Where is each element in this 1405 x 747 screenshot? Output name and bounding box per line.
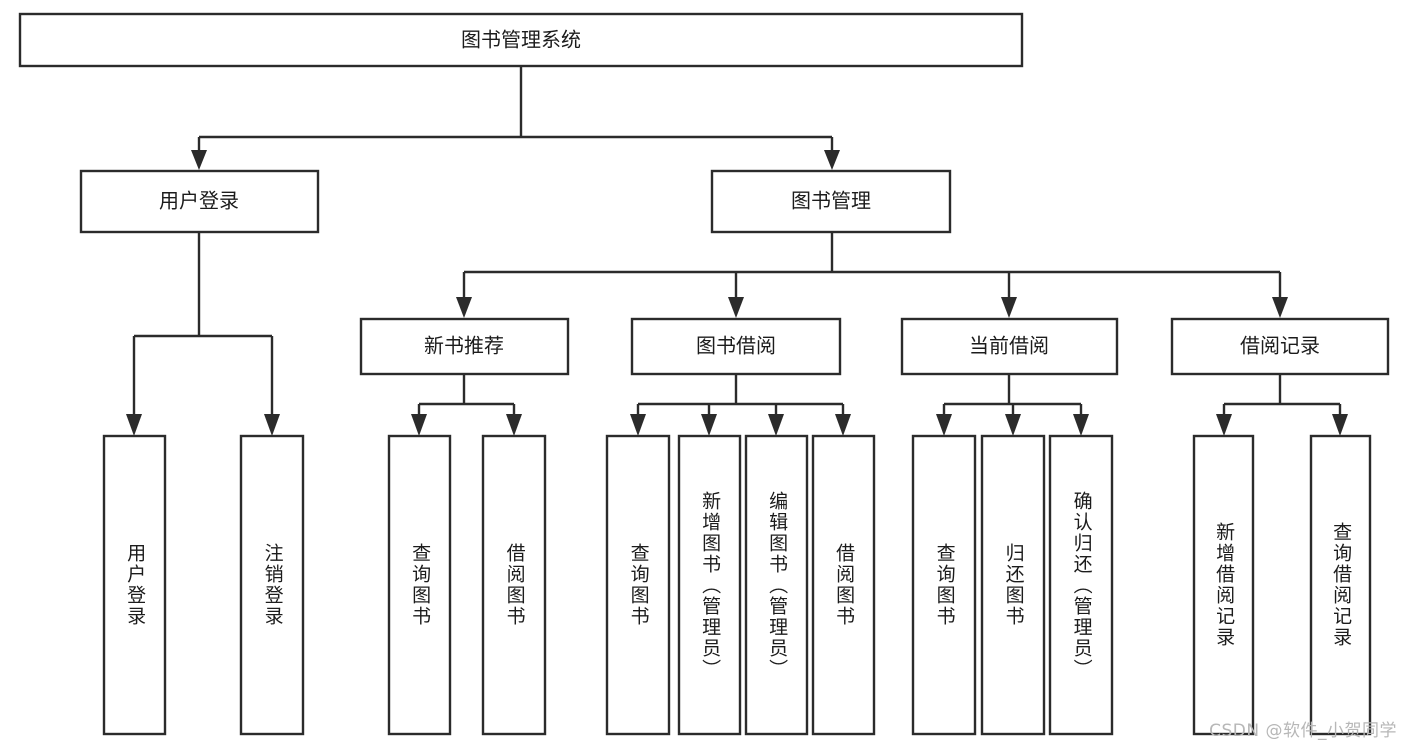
arrow-head-leaf-book-borrow-2 [701,414,717,436]
leaf-box-new-book-2[interactable] [481,434,547,736]
connector-group-book-mgmt [456,232,1288,318]
node-book-management[interactable]: 图书管理 [710,169,952,234]
node-root-system-box[interactable] [18,12,1024,68]
arrow-head-leaf-current-borrow-1 [936,414,952,436]
connector-group-book-borrow [630,374,851,436]
leaf-box-book-borrow-2[interactable] [677,434,742,736]
node-borrow-records-label: 借阅记录 [1240,334,1320,358]
leaf-box-book-borrow-4[interactable] [811,434,876,736]
leaf-box-book-borrow-3[interactable] [744,434,809,736]
node-book-borrow-label: 图书借阅 [696,334,776,358]
arrow-head-leaf-book-borrow-1 [630,414,646,436]
node-book-management-box[interactable] [710,169,952,234]
leaf-group-book-borrow [605,434,876,736]
node-book-management-label: 图书管理 [791,189,871,213]
leaf-box-current-borrow-2[interactable] [980,434,1046,736]
arrow-head-leaf-new-book-2 [506,414,522,436]
node-book-borrow-box[interactable] [630,317,842,376]
arrow-head-leaf-book-borrow-3 [768,414,784,436]
arrow-head-leaf-book-borrow-4 [835,414,851,436]
arrow-head-current-borrow [1001,297,1017,318]
arrow-head-leaf-borrow-records-2 [1332,414,1348,436]
node-current-borrow[interactable]: 当前借阅 [900,317,1119,376]
leaf-box-borrow-records-2[interactable] [1309,434,1372,736]
arrow-head-leaf-user-login-1 [126,414,142,436]
arrow-head-leaf-user-login-2 [264,414,280,436]
connector-group-new-book [411,374,522,436]
node-book-borrow[interactable]: 图书借阅 [630,317,842,376]
node-user-login[interactable]: 用户登录 [79,169,320,234]
arrow-head-book-mgmt [824,150,840,170]
arrow-head-new-book [456,297,472,318]
connector-group-root [191,66,840,170]
leaf-box-user-login-2[interactable] [239,434,305,736]
leaf-box-book-borrow-1[interactable] [605,434,671,736]
leaf-group-new-book-recommend [387,434,547,736]
node-user-login-box[interactable] [79,169,320,234]
arrow-head-leaf-current-borrow-3 [1073,414,1089,436]
leaf-box-borrow-records-1[interactable] [1192,434,1255,736]
leaf-box-current-borrow-3[interactable] [1048,434,1114,736]
node-borrow-records[interactable]: 借阅记录 [1170,317,1390,376]
leaf-group-user-login [102,434,305,736]
arrow-head-book-borrow [728,297,744,318]
leaf-box-current-borrow-1[interactable] [911,434,977,736]
node-borrow-records-box[interactable] [1170,317,1390,376]
leaf-box-new-book-1[interactable] [387,434,452,736]
node-new-book-recommend[interactable]: 新书推荐 [359,317,570,376]
leaf-group-current-borrow [911,434,1114,736]
node-current-borrow-label: 当前借阅 [969,334,1049,358]
arrow-head-borrow-records [1272,297,1288,318]
node-new-book-recommend-label: 新书推荐 [424,334,504,358]
arrow-head-leaf-borrow-records-1 [1216,414,1232,436]
node-current-borrow-box[interactable] [900,317,1119,376]
connector-group-borrow-records [1216,374,1348,436]
leaf-box-user-login-1[interactable] [102,434,167,736]
connector-group-current-borrow [936,374,1089,436]
node-root-system[interactable]: 图书管理系统 [18,12,1024,68]
node-new-book-recommend-box[interactable] [359,317,570,376]
watermark-text: CSDN @软件_小贺同学 [1209,721,1397,741]
node-root-system-label: 图书管理系统 [461,28,581,52]
leaf-group-borrow-records [1192,434,1372,736]
arrow-head-leaf-current-borrow-2 [1005,414,1021,436]
arrow-head-leaf-new-book-1 [411,414,427,436]
arrow-head-user-login [191,150,207,170]
node-user-login-label: 用户登录 [159,189,239,213]
connector-group-user-login [126,232,280,436]
